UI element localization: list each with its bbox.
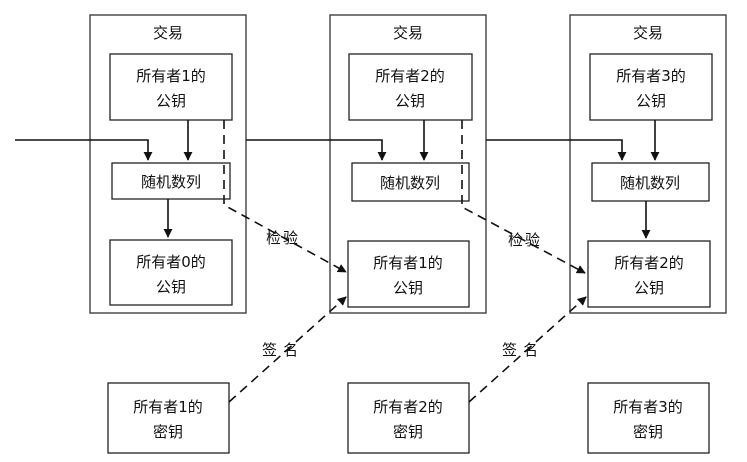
sign-label-1: 签名 [262,341,304,359]
public-key-box-owner3 [589,53,713,121]
private-key-box-owner3-line1: 所有者3的 [613,398,683,416]
transaction-title-2: 交易 [393,24,423,42]
public-key-box-owner1-tx2 [347,240,470,308]
public-key-box-owner3-line1: 所有者3的 [616,67,686,85]
public-key-box-owner2-tx3-line1: 所有者2的 [614,254,684,272]
chain-input-arrow [15,139,153,161]
public-key-box-owner1-line2: 公钥 [156,92,186,110]
public-key-box-owner1-line1: 所有者1的 [136,67,206,85]
private-key-box-owner2-line1: 所有者2的 [373,398,443,416]
transaction-title-1: 交易 [153,24,183,42]
sign-label-2: 签名 [502,341,544,359]
random-sequence-box-3 [591,162,710,202]
public-key-box-owner1 [109,53,233,121]
private-key-box-owner2-line2: 密钥 [393,423,423,441]
public-key-box-owner0 [109,239,233,306]
chain-arrow-tx2-to-tx3 [486,139,627,161]
verify-arrow-2 [461,120,586,274]
private-key-box-owner1-line2: 密钥 [153,423,183,441]
private-key-box-owner3-line2: 密钥 [633,423,663,441]
random-sequence-label-2: 随机数列 [380,174,440,192]
private-key-box-owner2 [347,382,470,454]
public-key-box-owner1-tx2-line2: 公钥 [393,279,423,297]
transaction-title-3: 交易 [633,24,663,42]
public-key-box-owner2 [348,53,473,121]
public-key-box-owner2-line1: 所有者2的 [375,67,445,85]
verify-label-2: 检验 [508,231,542,249]
public-key-box-owner1-tx2-line1: 所有者1的 [373,254,443,272]
verify-label-1: 检验 [266,229,300,247]
public-key-box-owner0-line2: 公钥 [156,278,186,296]
private-key-box-owner1 [107,382,230,454]
private-key-box-owner3 [587,382,710,454]
random-sequence-box-1 [111,162,231,200]
public-key-box-owner2-tx3 [587,240,711,308]
private-key-box-owner1-line1: 所有者1的 [133,398,203,416]
random-sequence-box-2 [351,162,470,202]
sign-arrow-1 [228,296,347,403]
random-sequence-label-3: 随机数列 [620,174,680,192]
sign-arrow-2 [468,296,587,403]
public-key-box-owner2-tx3-line2: 公钥 [634,279,664,297]
public-key-box-owner3-line2: 公钥 [636,92,666,110]
chain-arrow-tx1-to-tx2 [246,139,387,161]
public-key-box-owner2-line2: 公钥 [395,92,425,110]
public-key-box-owner0-line1: 所有者0的 [136,253,206,271]
random-sequence-label-1: 随机数列 [141,173,201,191]
